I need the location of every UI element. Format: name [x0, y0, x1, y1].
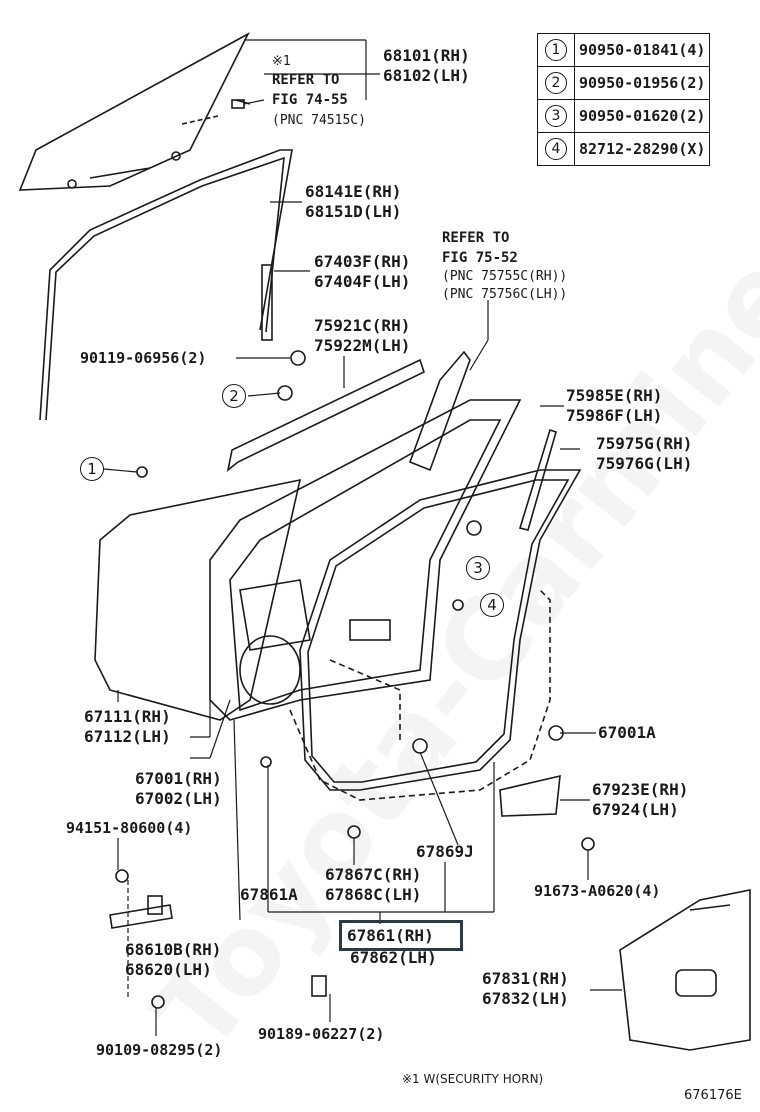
trim-panel-drawing	[619, 889, 751, 1051]
legend-table: 1 90950-01841(4) 2 90950-01956(2) 3 90950-0…	[537, 33, 711, 166]
part-label: 67831(RH)	[482, 969, 569, 988]
part-label: 75986F(LH)	[566, 406, 663, 425]
part-label: 90119-06956(2)	[80, 349, 207, 367]
part-label: 67111(RH)	[84, 707, 171, 726]
legend-part: 90950-01956(2)	[573, 66, 711, 100]
part-label: 68151D(LH)	[305, 202, 402, 221]
bolt-drawing	[290, 350, 306, 366]
part-label: 67832(LH)	[482, 989, 569, 1008]
part-label: 75921C(RH)	[314, 316, 411, 335]
door-shell-drawing	[209, 399, 522, 721]
part-label: 67404F(LH)	[314, 272, 411, 291]
part-label: 91673-A0620(4)	[534, 882, 661, 900]
legend-part: 82712-28290(X)	[573, 132, 711, 166]
legend-num: 2	[545, 72, 567, 94]
part-label: 67001(RH)	[135, 769, 222, 788]
highlight-box	[339, 920, 463, 951]
weatherstrip-drawing	[299, 469, 582, 791]
check-bar-drawing	[109, 869, 173, 929]
legend-row: 4 82712-28290(X)	[537, 132, 711, 166]
part-label: 67001A	[598, 723, 656, 742]
part-label: 75976G(LH)	[596, 454, 693, 473]
refer-text: (PNC 75755C(RH))	[442, 269, 568, 284]
part-label: 68610B(RH)	[125, 940, 222, 959]
part-label: 67869J	[416, 842, 474, 861]
legend-num: 4	[545, 138, 567, 160]
part-label: 67861A	[240, 885, 298, 904]
legend-row: 2 90950-01956(2)	[537, 66, 711, 100]
rear-molding-drawing	[518, 428, 557, 531]
hidden-line	[289, 589, 551, 801]
door-glass-drawing	[18, 32, 251, 191]
callout-1: 1	[80, 457, 104, 481]
hinge-drawing	[499, 774, 561, 817]
part-label: 68141E(RH)	[305, 182, 402, 201]
legend-row: 1 90950-01841(4)	[537, 33, 711, 67]
part-label: 67403F(RH)	[314, 252, 411, 271]
leader-lines	[103, 39, 622, 1036]
outer-panel-drawing	[94, 478, 302, 721]
part-label: 67002(LH)	[135, 789, 222, 808]
callout-3: 3	[466, 556, 490, 580]
note-mark: ※1	[272, 54, 291, 69]
refer-text: FIG 75-52	[442, 250, 518, 266]
part-label: 90109-08295(2)	[96, 1041, 223, 1059]
legend-part: 90950-01620(2)	[573, 99, 711, 133]
glass-run-drawing	[39, 149, 293, 421]
callout-4: 4	[480, 593, 504, 617]
footnote: ※1 W(SECURITY HORN)	[402, 1072, 544, 1086]
part-label: 67923E(RH)	[592, 780, 689, 799]
part-label: 94151-80600(4)	[66, 819, 193, 837]
part-label: 75985E(RH)	[566, 386, 663, 405]
part-label: 67862(LH)	[350, 948, 437, 967]
legend-row: 3 90950-01620(2)	[537, 99, 711, 133]
part-label: 67867C(RH)	[325, 865, 422, 884]
refer-text: REFER TO	[442, 230, 510, 246]
refer-text: REFER TO	[272, 72, 340, 88]
callout-2: 2	[222, 384, 246, 408]
legend-num: 1	[545, 39, 567, 61]
belt-molding-drawing	[226, 358, 425, 472]
part-label: 75975G(RH)	[596, 434, 693, 453]
part-label: 67924(LH)	[592, 800, 679, 819]
part-label: 75922M(LH)	[314, 336, 411, 355]
part-label: 67112(LH)	[84, 727, 171, 746]
legend-part: 90950-01841(4)	[573, 33, 711, 67]
figure-id: 676176E	[684, 1088, 742, 1103]
division-bar-drawing	[408, 350, 471, 472]
refer-text: (PNC 75756C(LH))	[442, 287, 568, 302]
refer-text: (PNC 74515C)	[272, 113, 366, 128]
part-label-highlighted: 67861(RH)	[347, 926, 434, 945]
part-label: 68101(RH)	[383, 46, 470, 65]
part-label: 90189-06227(2)	[258, 1025, 385, 1043]
part-label: 67868C(LH)	[325, 885, 422, 904]
part-label: 68620(LH)	[125, 960, 212, 979]
part-label: 68102(LH)	[383, 66, 470, 85]
legend-num: 3	[545, 105, 567, 127]
refer-text: FIG 74-55	[272, 92, 348, 108]
channel-drawing	[261, 264, 273, 341]
